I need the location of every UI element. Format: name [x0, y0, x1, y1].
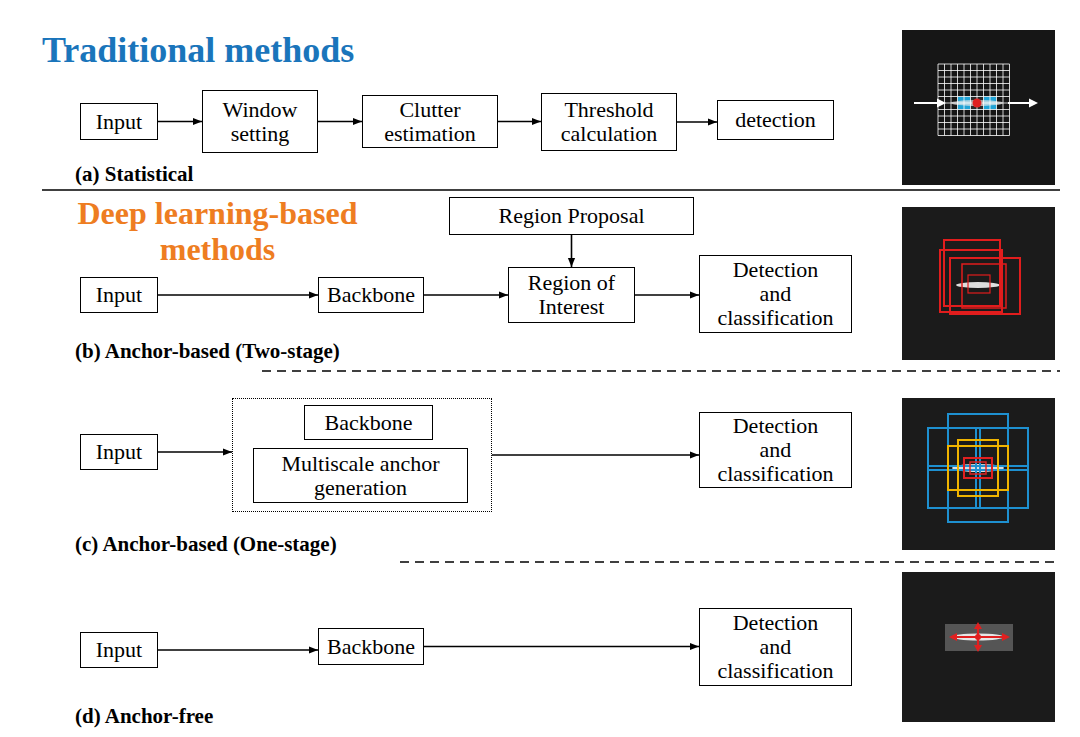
- box-text: Multiscale anchor generation: [254, 452, 467, 500]
- box-text: Threshold calculation: [542, 98, 676, 146]
- panel-label: (b) Anchor-based (Two-stage): [75, 339, 475, 363]
- anchor-box-large: [948, 414, 1008, 522]
- anchor-box-medium: [958, 440, 998, 496]
- flow-arrow: [318, 121, 362, 123]
- input-box: Input: [80, 632, 158, 668]
- anchor-box-large: [928, 466, 980, 508]
- box-text: Input: [96, 440, 142, 464]
- proposal-box: [944, 240, 1000, 306]
- anchor-box-large: [928, 428, 980, 470]
- sar-image: [902, 207, 1055, 360]
- anchor-box-large: [976, 466, 1028, 508]
- proposal-box: [968, 275, 990, 293]
- slide-arrow-head: [1029, 99, 1038, 108]
- slide-arrow: [914, 102, 940, 104]
- anchor-box-small: [970, 462, 986, 474]
- box-text: Region of Interest: [509, 271, 634, 319]
- distance-arrows: [956, 628, 1003, 647]
- process-box: detection: [717, 100, 834, 140]
- output-box: Detection and classification: [699, 255, 852, 333]
- distance-arrow-head: [974, 645, 982, 652]
- process-box: Window setting: [202, 90, 318, 153]
- flow-arrow: [158, 649, 318, 651]
- box-text: Detection and classification: [717, 258, 833, 329]
- slide-arrow: [1008, 102, 1032, 104]
- panel-label: (c) Anchor-based (One-stage): [75, 532, 475, 556]
- input-box: Input: [80, 103, 158, 140]
- box-text: Input: [96, 110, 142, 134]
- flow-arrow: [635, 294, 699, 296]
- anchor-box-small: [964, 458, 992, 478]
- anchor-box-large: [976, 428, 1028, 470]
- flow-arrow: [571, 235, 573, 267]
- section-heading: Traditional methods: [42, 30, 462, 71]
- box-text: Detection and classification: [717, 414, 833, 485]
- box-text: Clutter estimation: [363, 98, 497, 146]
- output-box: Detection and classification: [699, 412, 852, 488]
- box-text: Window setting: [203, 98, 317, 146]
- center-point: [975, 634, 981, 640]
- dashed-divider: [262, 370, 1060, 372]
- roi-box: Region of Interest: [508, 267, 635, 323]
- distance-arrow-head: [974, 622, 982, 629]
- flow-arrow: [424, 646, 699, 648]
- module-group: BackboneMultiscale anchor generation: [232, 398, 492, 512]
- process-box: Threshold calculation: [541, 93, 677, 151]
- input-box: Input: [80, 434, 158, 470]
- panel-label: (d) Anchor-free: [75, 704, 475, 728]
- section-heading: Deep learning-based methods: [70, 196, 365, 268]
- box-text: Backbone: [327, 635, 415, 659]
- proposal-box: Region Proposal: [449, 197, 694, 235]
- backbone-box: Backbone: [304, 405, 433, 440]
- dashed-divider: [400, 561, 1060, 563]
- output-box: Detection and classification: [699, 608, 852, 686]
- sar-image: [902, 30, 1055, 185]
- cell-under-test: [973, 99, 982, 108]
- panel-label: (a) Statistical: [75, 162, 375, 186]
- flow-arrow: [158, 294, 318, 296]
- flow-arrow: [677, 121, 717, 123]
- box-text: Input: [96, 638, 142, 662]
- flow-arrow: [158, 121, 202, 123]
- slide-arrow-head: [937, 99, 946, 108]
- flow-arrow: [424, 294, 508, 296]
- flow-arrow: [498, 121, 541, 123]
- sliding-window-grid: [938, 64, 1010, 136]
- backbone-box: Backbone: [318, 277, 424, 313]
- backbone-box: Backbone: [318, 628, 424, 665]
- box-text: Backbone: [325, 411, 413, 435]
- distance-arrow-head: [949, 633, 957, 641]
- proposal-box: [962, 264, 1006, 308]
- anchor-box: Multiscale anchor generation: [253, 448, 468, 503]
- box-text: Input: [96, 283, 142, 307]
- input-box: Input: [80, 277, 158, 313]
- box-text: Backbone: [327, 283, 415, 307]
- sar-image: [902, 572, 1055, 722]
- box-text: Region Proposal: [498, 204, 644, 228]
- sar-image: [902, 398, 1055, 550]
- flow-arrow: [492, 454, 699, 456]
- flow-arrow: [158, 451, 232, 453]
- process-box: Clutter estimation: [362, 95, 498, 148]
- box-text: detection: [735, 108, 816, 132]
- distance-arrow-head: [1002, 633, 1010, 641]
- section-divider: [42, 189, 1060, 191]
- box-text: Detection and classification: [717, 611, 833, 682]
